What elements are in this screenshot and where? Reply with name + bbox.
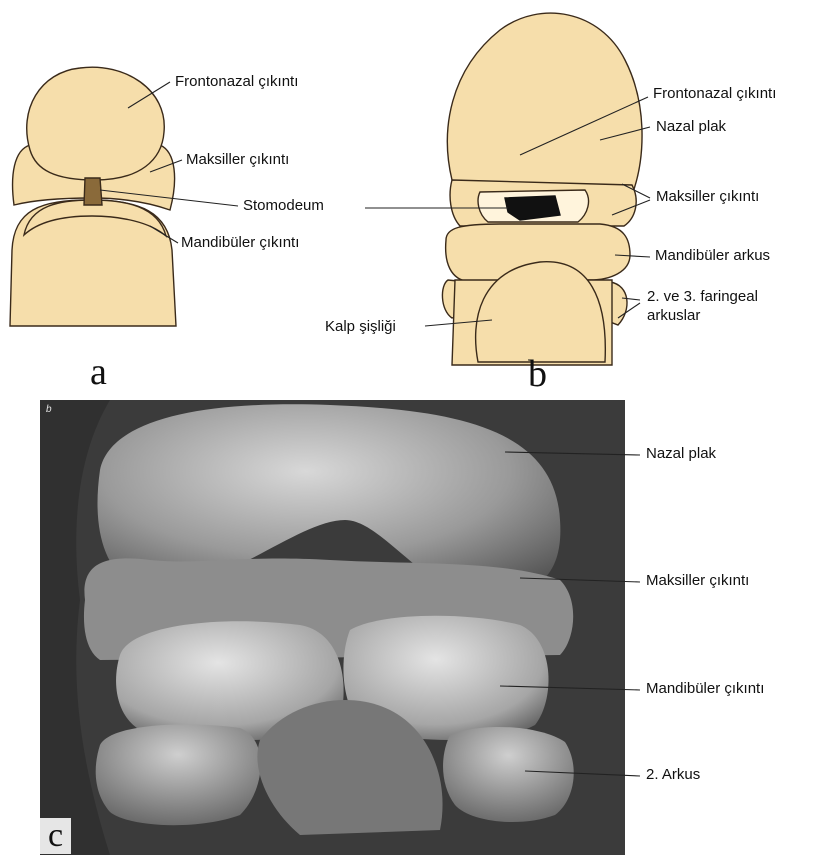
- panel-b-label-pharyngeal-line1: 2. ve 3. faringeal: [647, 288, 758, 306]
- panel-c-label-maxillary: Maksiller çıkıntı: [646, 572, 749, 590]
- panel-a-stomodeum: [84, 178, 102, 205]
- panel-b-label-maxillary: Maksiller çıkıntı: [656, 188, 759, 206]
- panel-a-drawing: [10, 67, 176, 326]
- panel-a-letter: a: [90, 352, 107, 392]
- panel-b-label-mandibular-arch: Mandibüler arkus: [655, 247, 770, 265]
- panel-a-label-mandibular: Mandibüler çıkıntı: [181, 234, 299, 252]
- panel-c-label-second-arch: 2. Arkus: [646, 766, 700, 784]
- panel-c-sem-image: [40, 400, 625, 855]
- panel-b-label-heart-bulge: Kalp şişliği: [325, 318, 396, 336]
- panel-b-label-nasal-plate: Nazal plak: [656, 118, 726, 136]
- panel-b-drawing: [442, 13, 642, 365]
- panel-c-corner-mark: b: [46, 404, 52, 415]
- panel-a-label-maxillary: Maksiller çıkıntı: [186, 151, 289, 169]
- panel-c-letter: c: [40, 818, 71, 854]
- panel-a-label-frontonasal: Frontonazal çıkıntı: [175, 73, 298, 91]
- panel-a-frontonasal-prominence: [27, 67, 165, 180]
- panel-b-label-pharyngeal-line2: arkuslar: [647, 307, 700, 325]
- panel-b-frontonasal-prominence: [447, 13, 642, 195]
- panel-c-label-mandibular: Mandibüler çıkıntı: [646, 680, 764, 698]
- panel-b-label-frontonasal: Frontonazal çıkıntı: [653, 85, 776, 103]
- panel-a-label-stomodeum: Stomodeum: [243, 197, 324, 215]
- panel-c-label-nasal-plate: Nazal plak: [646, 445, 716, 463]
- panel-b-letter: b: [528, 354, 547, 394]
